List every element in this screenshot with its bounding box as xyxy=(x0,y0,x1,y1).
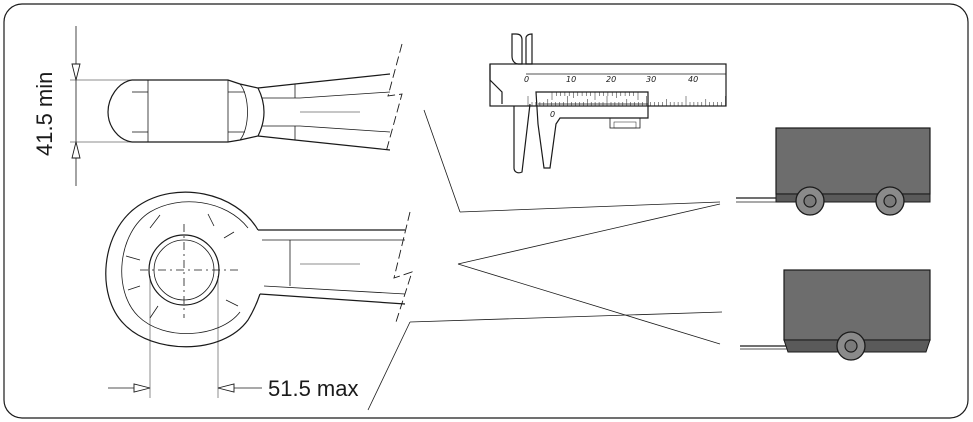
diagram-frame xyxy=(3,3,969,419)
eye-side-view xyxy=(70,26,403,186)
vernier-scale-ticks xyxy=(551,92,639,100)
scale-label-30: 30 xyxy=(646,75,656,84)
leader-lines xyxy=(367,109,723,411)
scale-label-10: 10 xyxy=(566,75,576,84)
vernier-caliper xyxy=(489,33,727,174)
scale-label-0: 0 xyxy=(524,75,529,84)
eye-top-view xyxy=(105,191,413,398)
scale-label-20: 20 xyxy=(606,75,616,84)
height-dimension-label: 41.5 min xyxy=(32,72,57,156)
width-dimension-label: 51.5 max xyxy=(268,376,359,401)
scale-label-40: 40 xyxy=(688,75,698,84)
main-scale-ticks xyxy=(527,96,726,106)
trailer-two-axle xyxy=(736,127,931,216)
trailer-single-axle xyxy=(740,269,931,361)
vernier-label-0: 0 xyxy=(550,110,555,119)
